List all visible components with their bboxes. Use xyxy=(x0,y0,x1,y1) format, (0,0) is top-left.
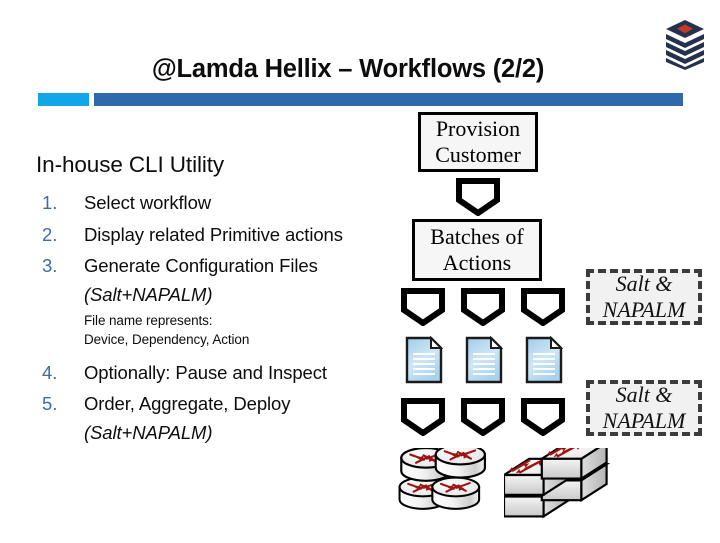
list-item-number: 5. xyxy=(42,393,58,414)
node-provision-line-2: Customer xyxy=(435,142,521,167)
tag-upper-line-1: Salt & xyxy=(615,271,673,296)
chevron-down-icon xyxy=(400,288,446,331)
list-item-number: 3. xyxy=(42,255,58,276)
list-item-number: 2. xyxy=(42,223,58,245)
list-item: 4. Optionally: Pause and Inspect xyxy=(36,358,416,388)
list-item-label: Optionally: Pause and Inspect xyxy=(84,361,327,383)
list-item-label: Generate Configuration Files xyxy=(84,255,318,276)
list-item-number: 1. xyxy=(42,192,58,213)
list-item-label: Display related Primitive actions xyxy=(84,223,343,245)
chevron-down-icon xyxy=(520,398,566,441)
document-icon xyxy=(525,335,564,389)
list-item: 2. Display related Primitive actions xyxy=(36,220,416,250)
file-name-note: File name represents: Device, Dependency… xyxy=(36,311,416,349)
switch-stack-icon xyxy=(502,441,616,543)
file-name-note-line-1: File name represents: xyxy=(84,312,213,328)
section-heading: In-house CLI Utility xyxy=(36,152,225,177)
node-batches-line-1: Batches of xyxy=(430,224,524,249)
workflow-diagram: Provision Customer Batches of Actions xyxy=(392,108,720,540)
chevron-down-icon xyxy=(460,398,506,441)
page-title: @Lamda Hellix – Workflows (2/2) xyxy=(151,55,545,83)
router-stack-icon xyxy=(398,443,508,543)
list-item-label: Select workflow xyxy=(84,192,212,213)
stacked-layers-logo-icon xyxy=(663,18,707,70)
list-item-subtext: (Salt+NAPALM) xyxy=(84,421,213,443)
accent-segment-blue xyxy=(94,93,683,106)
chevron-down-icon xyxy=(520,288,566,331)
accent-segment-cyan xyxy=(38,93,89,106)
list-item: 3. Generate Configuration Files (Salt+NA… xyxy=(36,251,416,308)
content-column: In-house CLI Utility 1. Select workflow … xyxy=(36,150,416,448)
chevron-down-icon xyxy=(400,398,446,441)
list-item: 1. Select workflow xyxy=(36,188,416,218)
tag-upper-line-2: NAPALM xyxy=(602,297,686,322)
list-item-label: Order, Aggregate, Deploy xyxy=(84,393,291,414)
tag-salt-napalm-lower: Salt & NAPALM xyxy=(586,380,702,436)
tag-lower-line-2: NAPALM xyxy=(602,408,686,433)
chevron-down-icon xyxy=(455,178,501,221)
node-batches-line-2: Actions xyxy=(442,250,512,275)
steps-list: 1. Select workflow 2. Display related Pr… xyxy=(36,188,416,446)
list-item-number: 4. xyxy=(42,361,58,383)
tag-lower-line-1: Salt & xyxy=(615,382,673,407)
file-name-note-line-2: Device, Dependency, Action xyxy=(84,331,250,347)
document-icon xyxy=(465,335,504,389)
title-accent-bar xyxy=(38,93,683,106)
list-item-subtext: (Salt+NAPALM) xyxy=(84,283,213,305)
node-batches-of-actions: Batches of Actions xyxy=(412,219,542,281)
tag-salt-napalm-upper: Salt & NAPALM xyxy=(586,269,702,325)
node-provision-customer: Provision Customer xyxy=(418,112,538,172)
chevron-down-icon xyxy=(460,288,506,331)
node-provision-line-1: Provision xyxy=(435,116,521,141)
document-icon xyxy=(405,335,444,389)
list-item: 5. Order, Aggregate, Deploy (Salt+NAPALM… xyxy=(36,389,416,446)
